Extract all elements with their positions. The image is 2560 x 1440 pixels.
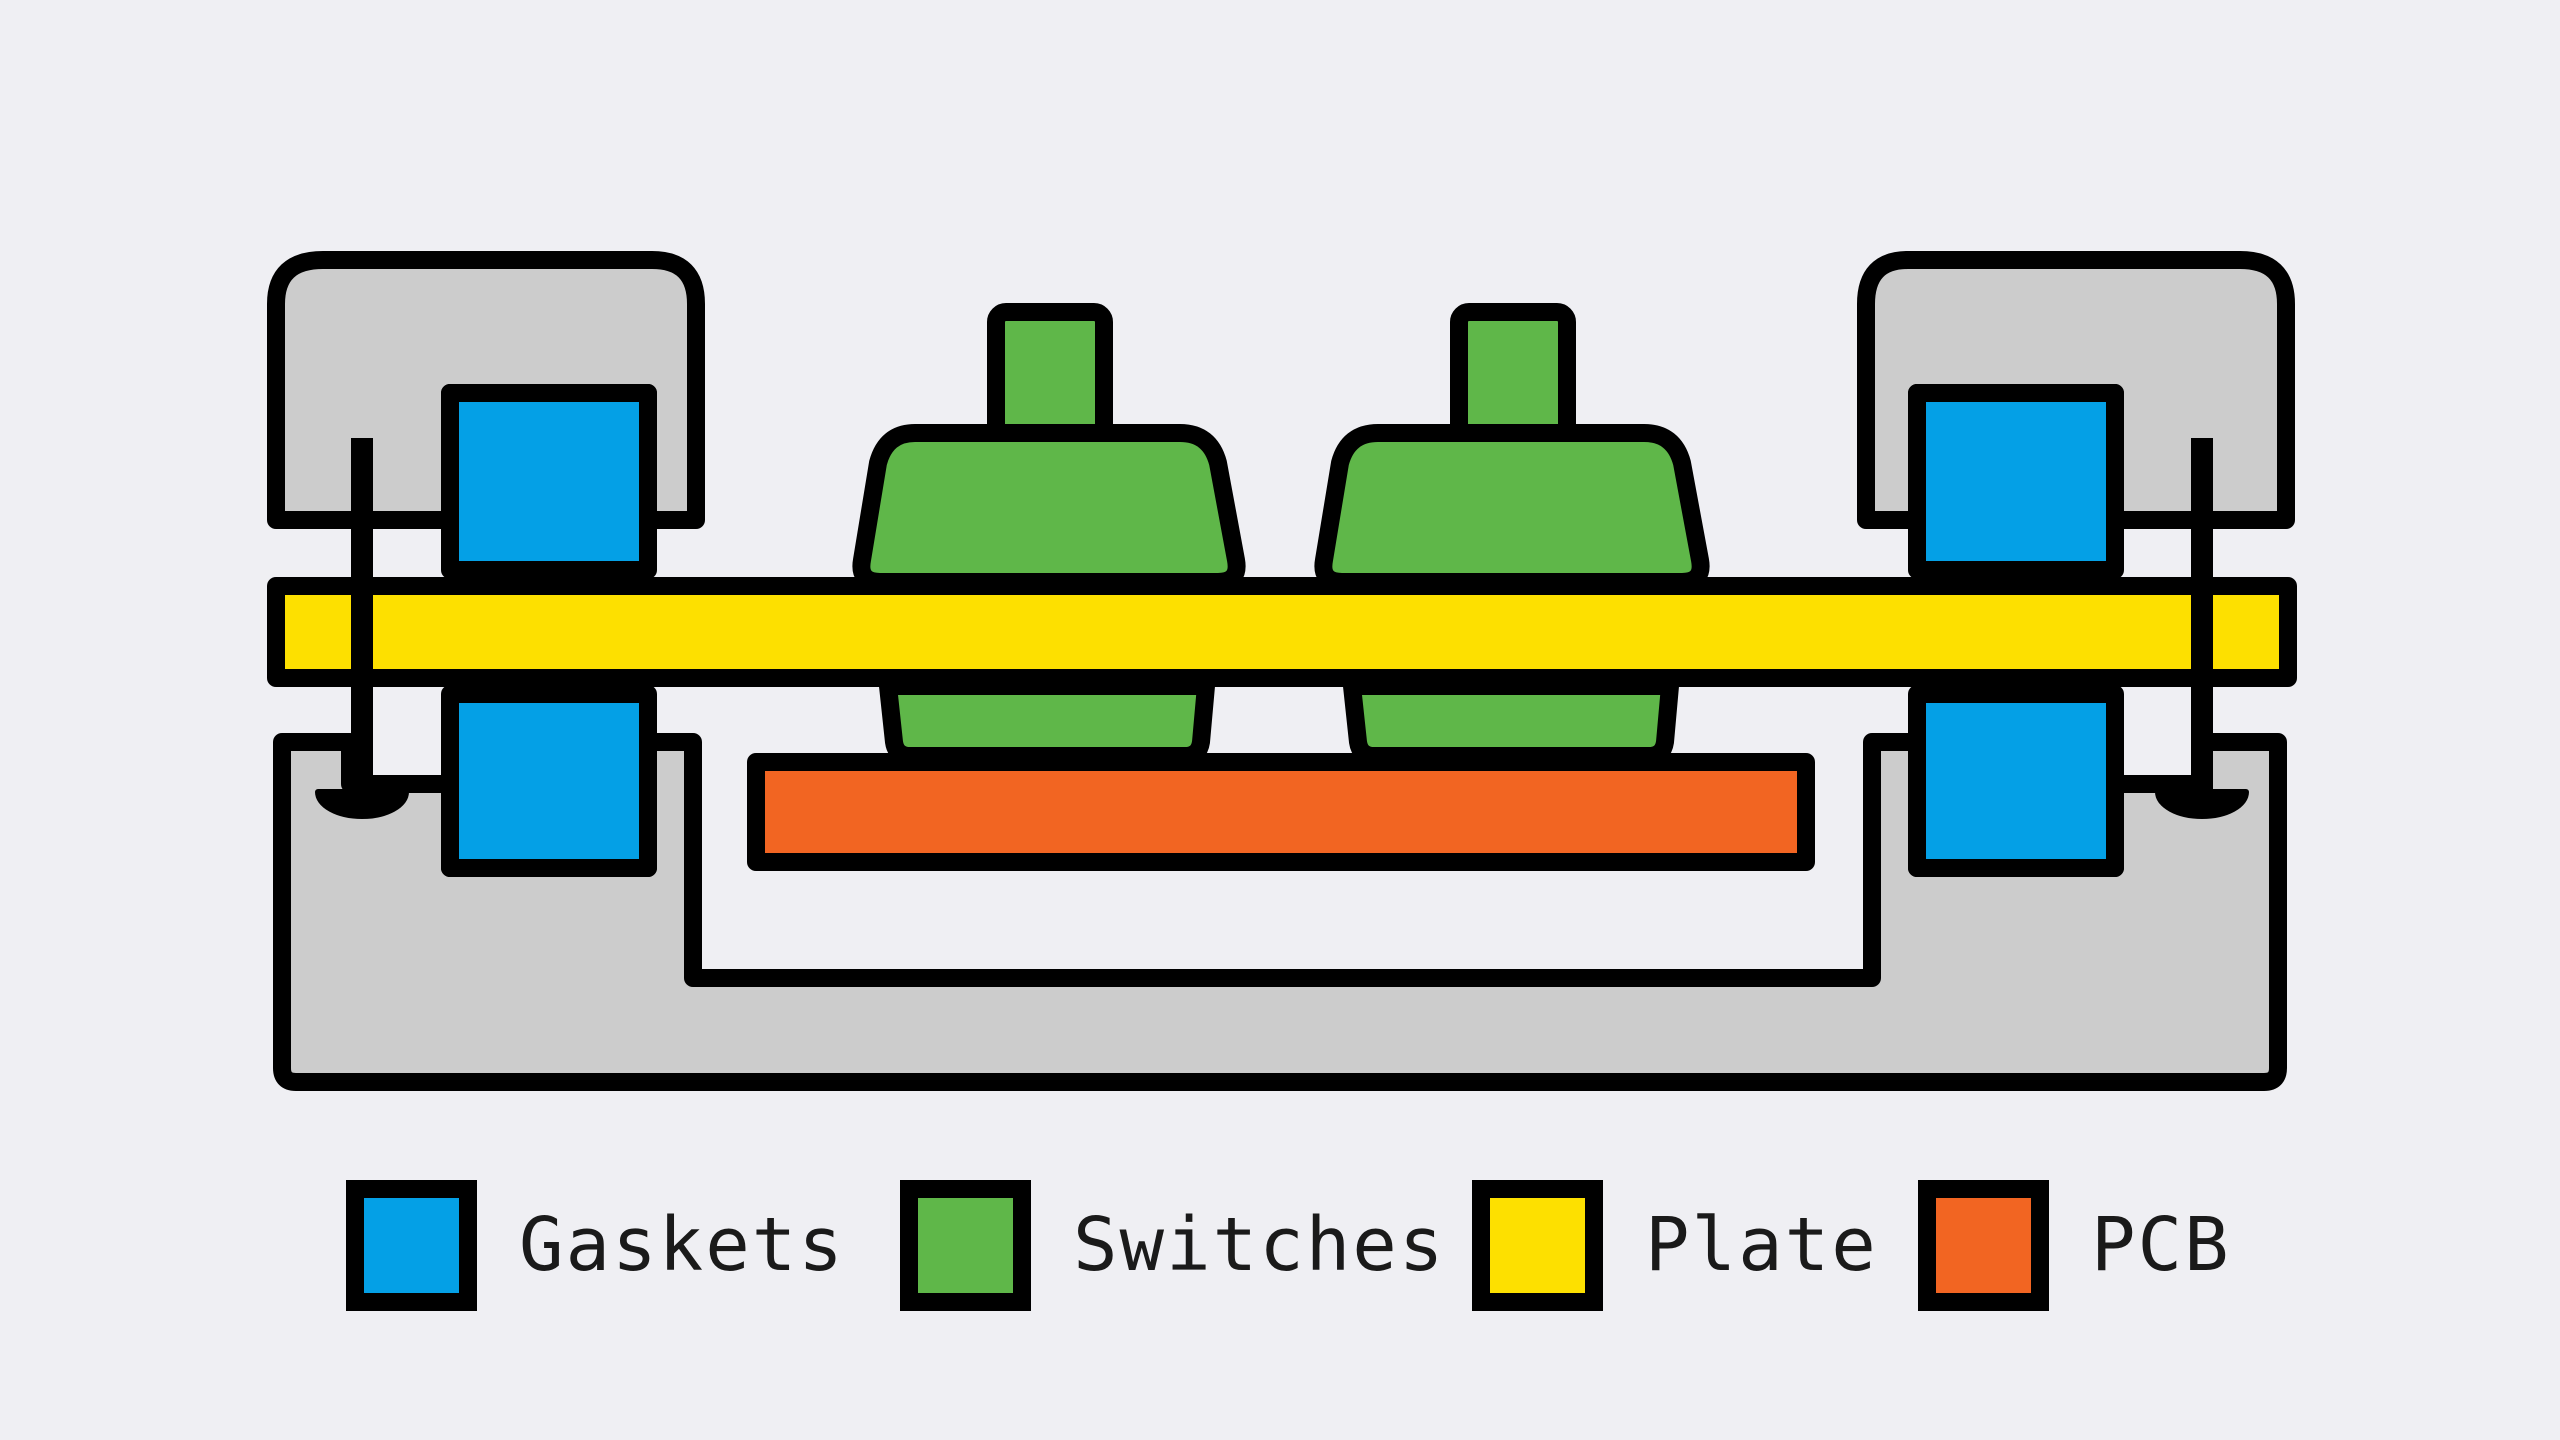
screw-head-right — [2155, 789, 2249, 819]
legend-label-plate: Plate — [1645, 1202, 1878, 1288]
switch-bottom-right — [1343, 677, 1679, 765]
switch-stem-left — [987, 303, 1113, 445]
legend-item-pcb: PCB — [1918, 1179, 2231, 1311]
switch-top-right — [1314, 424, 1710, 591]
gasket-bottom-left — [441, 685, 657, 877]
plate — [267, 577, 2297, 687]
pcb — [747, 753, 1815, 871]
gasket-bottom-right — [1908, 685, 2124, 877]
legend-label-gaskets: Gaskets — [519, 1202, 845, 1288]
pcb-swatch — [1918, 1179, 2049, 1311]
legend-item-gaskets: Gaskets — [346, 1179, 845, 1311]
gasket-top-left — [441, 384, 657, 579]
legend: Gaskets Switches Plate PCB — [0, 1179, 2560, 1311]
legend-item-plate: Plate — [1472, 1179, 1878, 1311]
switch-bottom-left — [879, 677, 1215, 765]
gasket-top-right — [1908, 384, 2124, 579]
switch-top-left — [852, 424, 1246, 591]
switch-stem-right — [1450, 303, 1576, 445]
plate-swatch — [1472, 1179, 1603, 1311]
gaskets-swatch — [346, 1179, 477, 1311]
screw-head-left — [315, 789, 409, 819]
legend-label-pcb: PCB — [2091, 1202, 2231, 1288]
switches-swatch — [900, 1179, 1031, 1311]
bottom-case — [273, 733, 2287, 1091]
legend-item-switches: Switches — [900, 1179, 1446, 1311]
legend-label-switches: Switches — [1073, 1202, 1446, 1288]
